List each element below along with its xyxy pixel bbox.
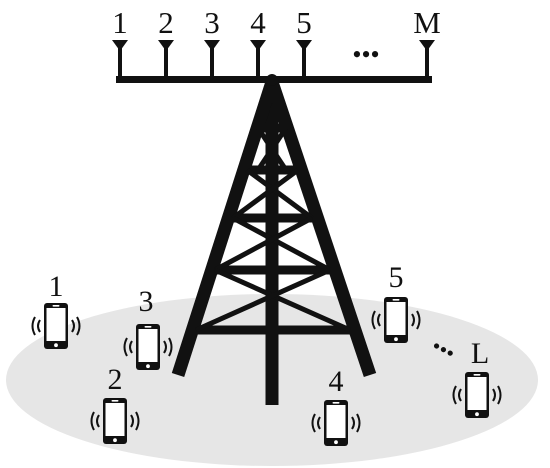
user-device-1: 1: [31, 270, 81, 350]
user-label-4: 4: [329, 365, 344, 398]
antenna-label-2: 2: [158, 5, 174, 40]
antenna-element-2: [158, 40, 174, 78]
antenna-element-4: [250, 40, 266, 78]
user-label-5: 5: [389, 261, 404, 294]
user-device-2: 2: [90, 363, 140, 445]
user-device-3: 3: [123, 285, 173, 371]
user-label-L: L: [471, 337, 489, 370]
user-devices: 1 2 3 4 5L: [31, 261, 502, 447]
user-label-3: 3: [139, 285, 154, 318]
antenna-label-5: 5: [296, 5, 312, 40]
user-device-L: L: [452, 337, 502, 419]
antenna-label-4: 4: [250, 5, 266, 40]
antenna-element-5: [296, 40, 312, 78]
user-device-4: 4: [311, 365, 361, 447]
antenna-ellipsis: •••: [352, 40, 379, 69]
user-label-1: 1: [49, 270, 64, 303]
antenna-label-3: 3: [204, 5, 220, 40]
tower: [171, 74, 377, 405]
antenna-element-3: [204, 40, 220, 78]
user-device-5: 5: [371, 261, 421, 344]
user-label-2: 2: [108, 363, 123, 396]
antenna-element-M: [419, 40, 435, 78]
antenna-label-M: M: [413, 5, 441, 40]
antenna-element-1: [112, 40, 128, 78]
antenna-label-1: 1: [112, 5, 128, 40]
